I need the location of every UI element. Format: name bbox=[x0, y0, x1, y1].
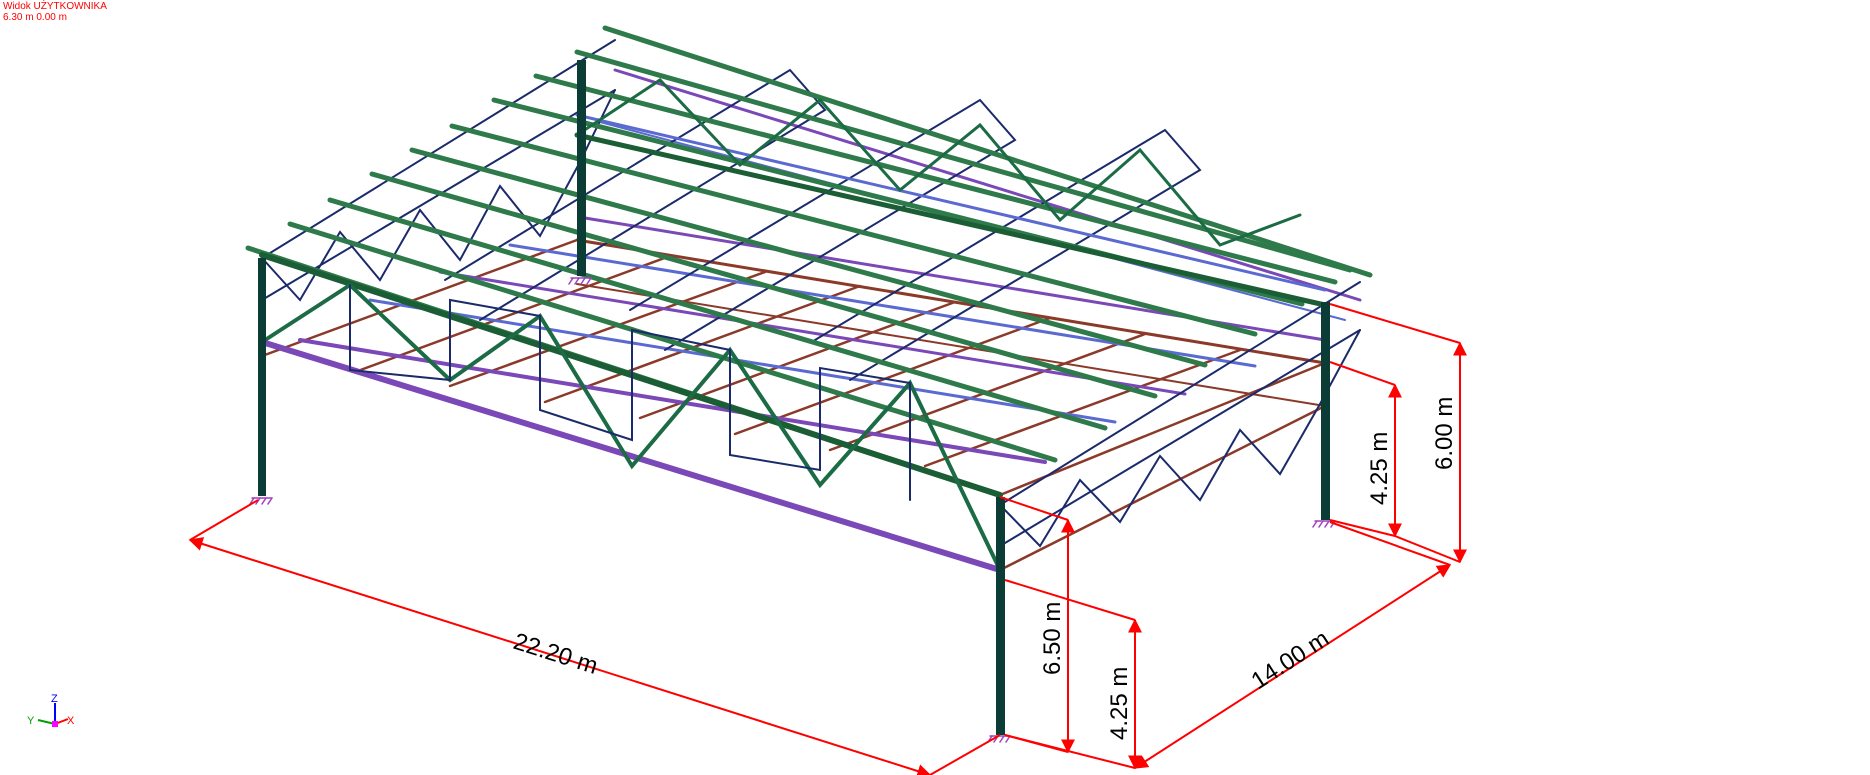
column-back-right bbox=[1321, 302, 1330, 520]
support-back-left bbox=[568, 277, 592, 285]
dimension-lines bbox=[188, 303, 1467, 775]
front-truss bbox=[259, 252, 1003, 573]
back-truss bbox=[574, 78, 1328, 308]
dim-label-back-column: 4.25 m bbox=[1366, 432, 1393, 505]
supports bbox=[249, 277, 1336, 743]
view-header: Widok UŻYTKOWNIKA 6.30 m 0.00 m bbox=[3, 1, 107, 23]
y-axis-label: Y bbox=[27, 715, 35, 727]
columns bbox=[258, 60, 1330, 735]
axis-gizmo: Z Y X bbox=[27, 693, 75, 727]
column-back-left bbox=[577, 60, 586, 276]
roof-beams bbox=[260, 238, 1327, 572]
dim-label-back-eave: 6.00 m bbox=[1431, 397, 1458, 470]
dim-label-width: 14.00 m bbox=[1247, 625, 1334, 695]
dim-label-front-column: 4.25 m bbox=[1106, 667, 1133, 740]
view-info: 6.30 m 0.00 m bbox=[3, 12, 67, 23]
back-frame bbox=[575, 238, 1327, 407]
dim-label-front-eave: 6.50 m bbox=[1039, 602, 1066, 675]
longitudinal-trusses bbox=[298, 68, 1362, 464]
dim-label-length: 22.20 m bbox=[510, 628, 601, 680]
dim-line-length bbox=[188, 537, 932, 775]
view-title: Widok UŻYTKOWNIKA bbox=[3, 1, 107, 12]
column-front-right bbox=[996, 497, 1005, 735]
dim-line-width bbox=[1133, 564, 1452, 769]
x-axis-label: X bbox=[67, 715, 75, 727]
steel-structure bbox=[245, 25, 1373, 743]
z-axis-label: Z bbox=[51, 693, 58, 705]
column-front-left bbox=[258, 258, 266, 496]
